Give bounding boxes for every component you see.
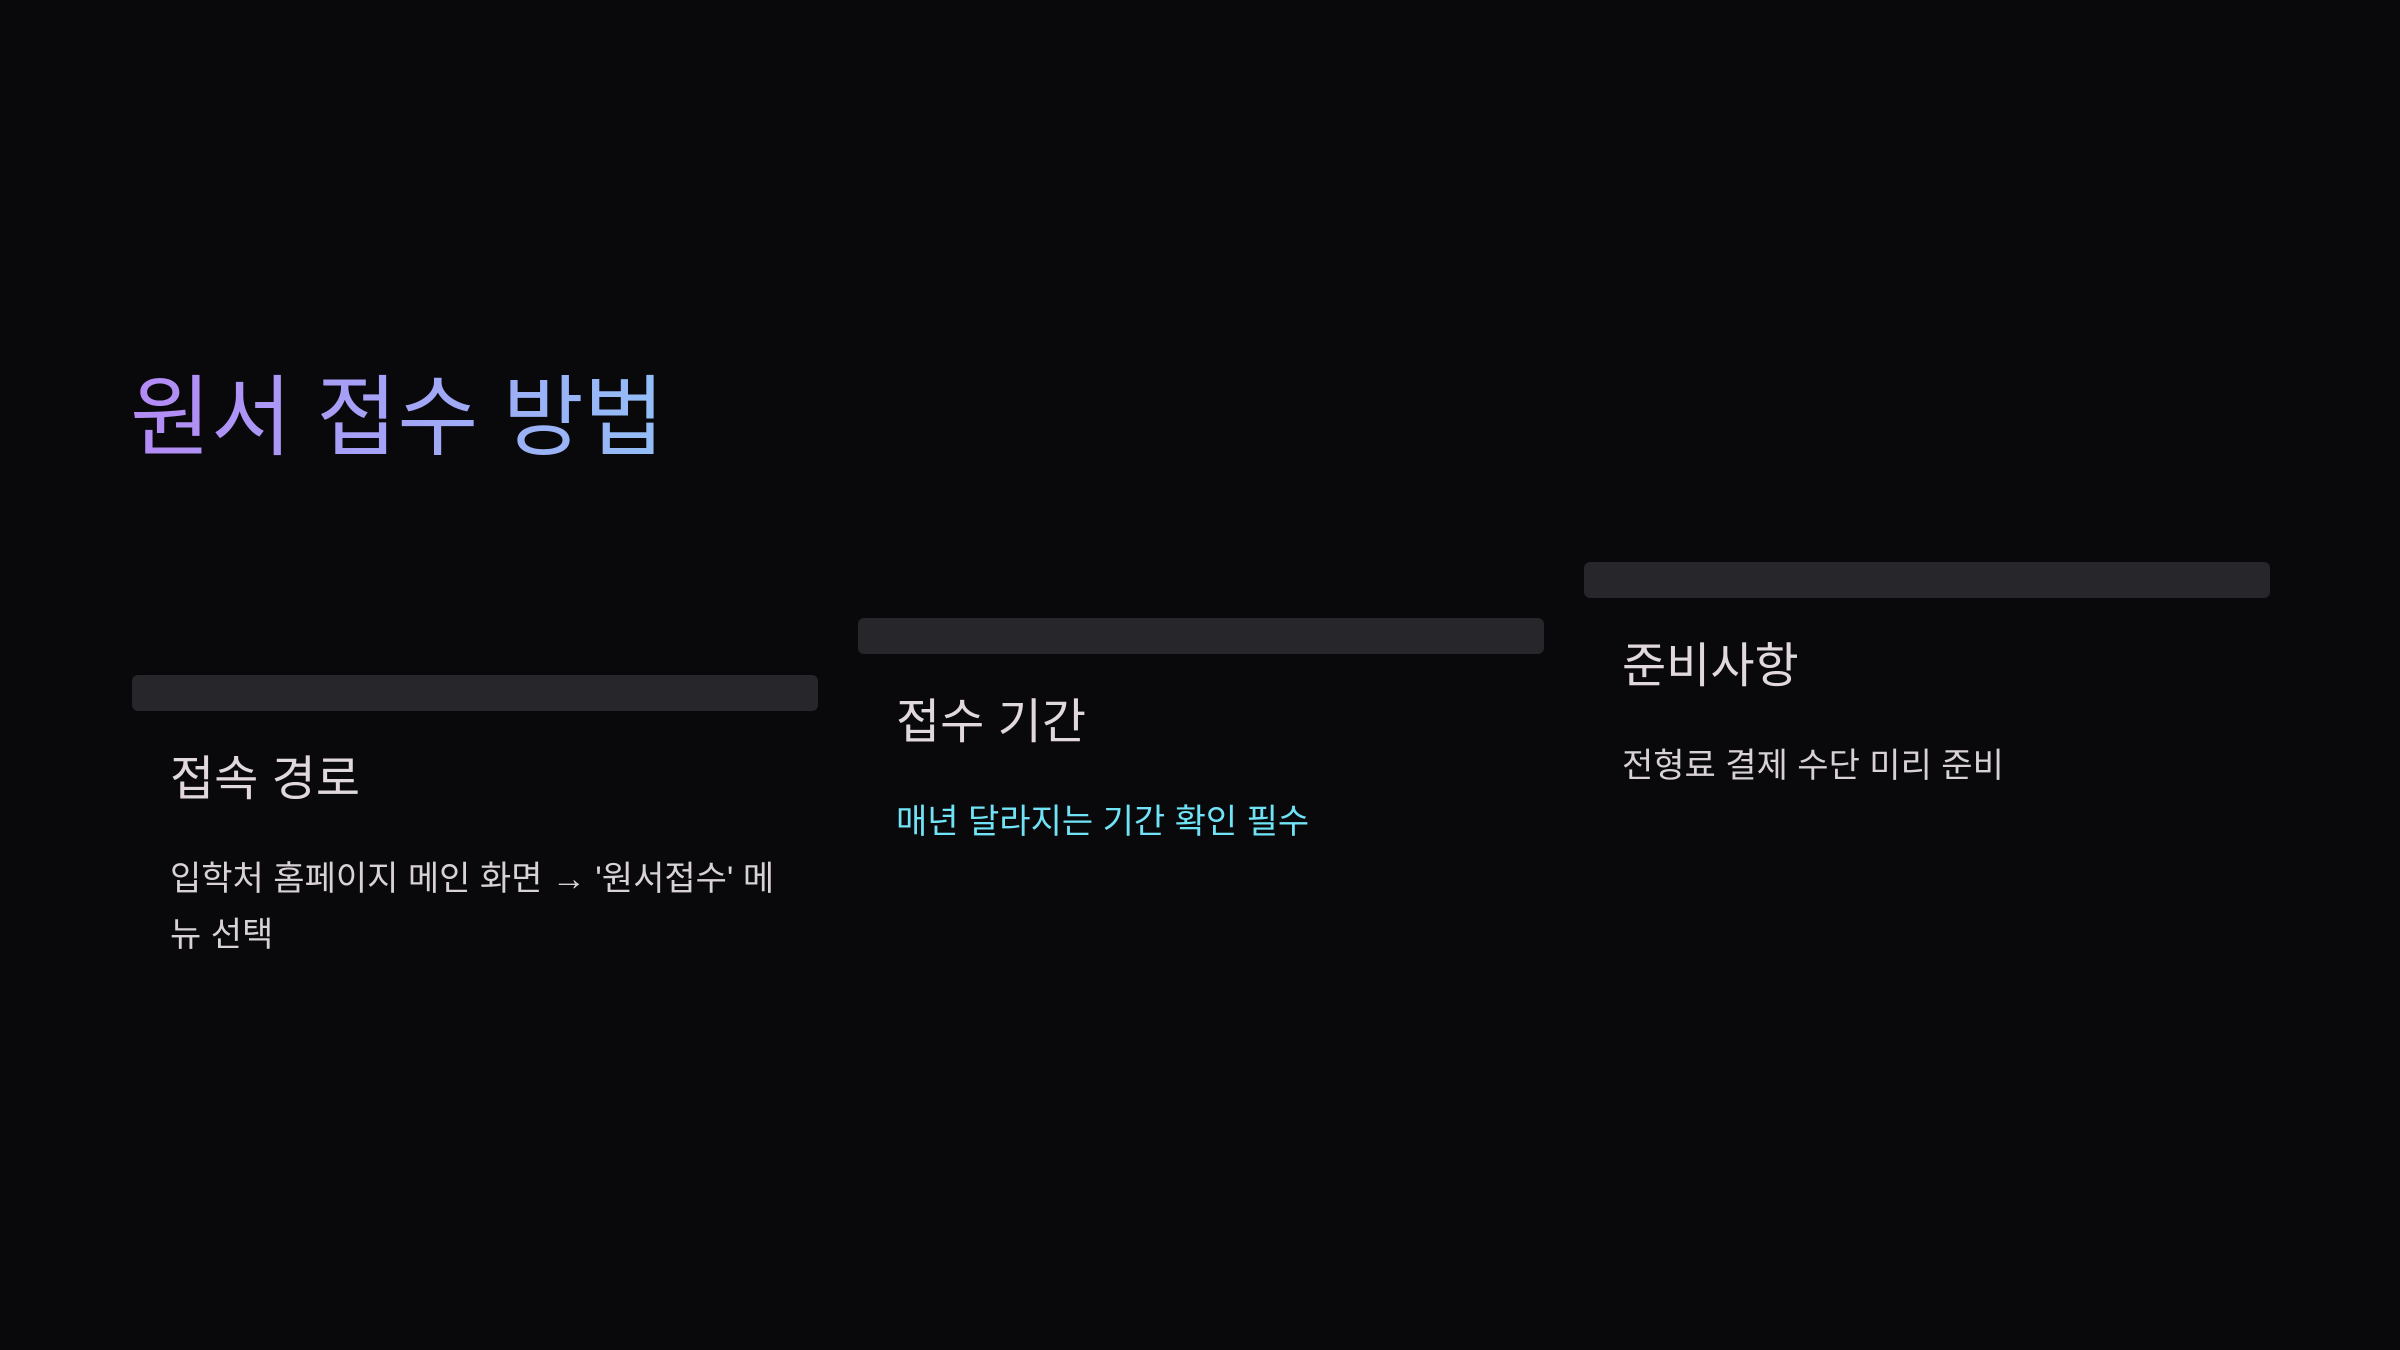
cards-row: 접속 경로 입학처 홈페이지 메인 화면 → '원서접수' 메뉴 선택 접수 기…	[132, 562, 2270, 963]
card-text-accent: 매년 달라지는 기간 확인 필수	[896, 802, 1310, 841]
card-access-path: 접속 경로 입학처 홈페이지 메인 화면 → '원서접수' 메뉴 선택	[132, 675, 818, 963]
image-placeholder-bar	[132, 675, 818, 711]
card-body: 준비사항 전형료 결제 수단 미리 준비	[1584, 598, 2270, 794]
card-text: 입학처 홈페이지 메인 화면 → '원서접수' 메뉴 선택	[170, 859, 775, 954]
card-heading: 준비사항	[1622, 640, 1799, 693]
card-preparation: 준비사항 전형료 결제 수단 미리 준비	[1584, 562, 2270, 794]
card-text: 전형료 결제 수단 미리 준비	[1622, 746, 2004, 785]
card-body: 접속 경로 입학처 홈페이지 메인 화면 → '원서접수' 메뉴 선택	[132, 711, 818, 963]
card-heading: 접수 기간	[896, 696, 1086, 749]
card-body: 접수 기간 매년 달라지는 기간 확인 필수	[858, 654, 1544, 850]
card-application-period: 접수 기간 매년 달라지는 기간 확인 필수	[858, 618, 1544, 850]
card-heading: 접속 경로	[170, 753, 360, 806]
image-placeholder-bar	[1584, 562, 2270, 598]
slide-title: 원서 접수 방법	[130, 368, 665, 467]
image-placeholder-bar	[858, 618, 1544, 654]
